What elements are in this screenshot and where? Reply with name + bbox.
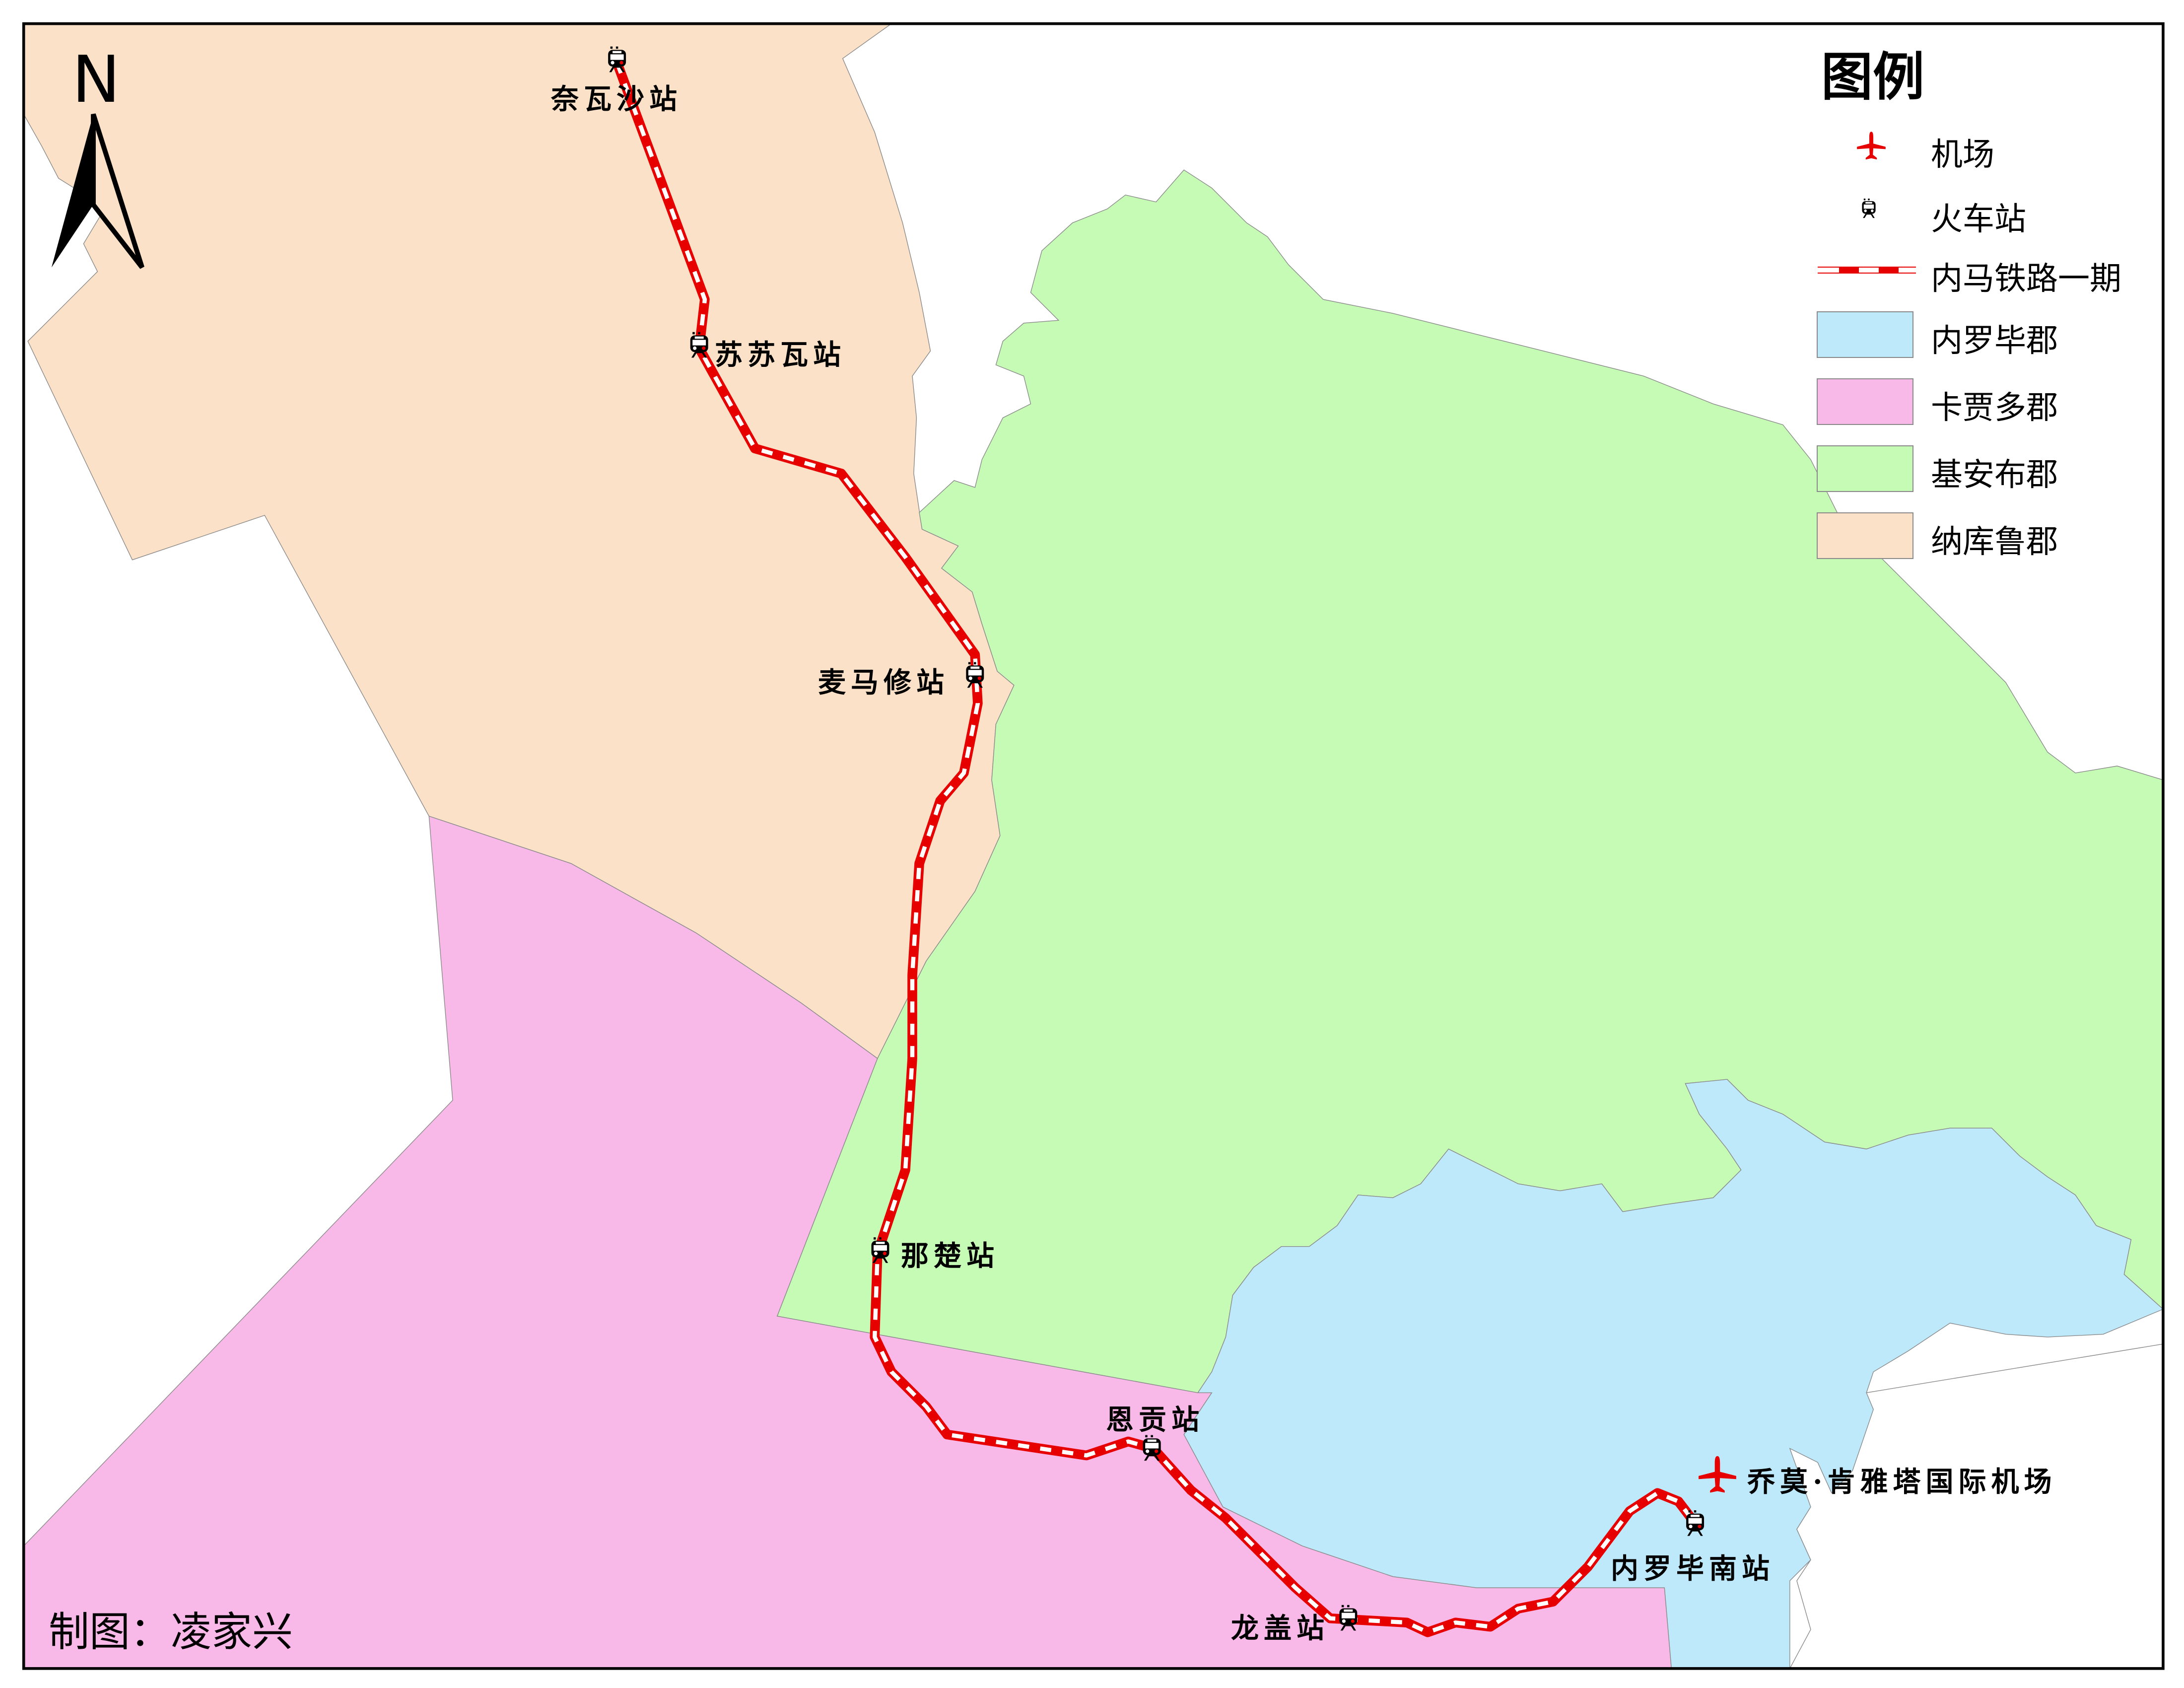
legend-item-airport: 机场 <box>1814 119 2162 174</box>
station-label-ngong-town[interactable]: 那楚站 <box>901 1240 999 1272</box>
train-icon <box>1862 199 1876 218</box>
legend-label: 火车站 <box>1931 201 2026 238</box>
legend-item-station: 火车站 <box>1814 184 2162 238</box>
legend-title: 图例 <box>1821 46 1925 107</box>
station-label-mai-mahiu[interactable]: 麦马修站 <box>818 666 949 699</box>
legend-item-nairobi: 内罗毕郡 <box>1814 305 2162 360</box>
legend-label: 卡贾多郡 <box>1931 390 2058 426</box>
legend-swatch-kajiado <box>1817 378 1913 425</box>
legend-label: 内罗毕郡 <box>1931 323 2058 359</box>
north-label: N <box>72 42 121 117</box>
legend-item-kiambu: 基安布郡 <box>1814 439 2162 494</box>
legend-label: 内马铁路一期 <box>1931 261 2121 297</box>
legend-item-kajiado: 卡贾多郡 <box>1814 372 2162 427</box>
legend-swatch-kiambu <box>1817 445 1913 492</box>
station-label-suswa[interactable]: 苏苏瓦站 <box>715 339 846 371</box>
legend-label: 基安布郡 <box>1931 457 2058 493</box>
station-label-ngong[interactable]: 恩贡站 <box>1106 1404 1204 1436</box>
airplane-icon <box>1857 132 1886 160</box>
legend-label: 纳库鲁郡 <box>1931 524 2058 561</box>
legend-item-nakuru: 纳库鲁郡 <box>1814 506 2162 561</box>
airport-label[interactable]: 乔莫·肯雅塔国际机场 <box>1747 1466 2057 1498</box>
railway-line-icon <box>1818 267 1916 274</box>
legend-swatch-nairobi <box>1817 311 1913 358</box>
map-credit: 制图：凌家兴 <box>49 1609 293 1656</box>
legend-label: 机场 <box>1931 137 1994 173</box>
region-nairobi <box>1183 1079 2164 1669</box>
north-arrow-icon <box>51 113 144 269</box>
station-label-longonot[interactable]: 龙盖站 <box>1231 1612 1329 1645</box>
station-label-nairobi-south[interactable]: 内罗毕南站 <box>1611 1552 1774 1585</box>
legend-swatch-nakuru <box>1817 512 1913 559</box>
station-label-naivasha[interactable]: 奈瓦沙站 <box>551 83 682 116</box>
legend-item-railway: 内马铁路一期 <box>1814 243 2162 298</box>
map-frame <box>22 22 2165 1670</box>
